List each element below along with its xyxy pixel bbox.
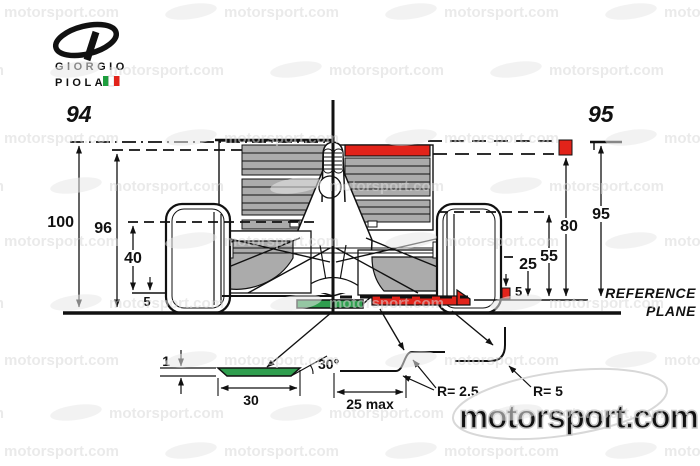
roll-hoop — [318, 175, 342, 199]
gp-monogram-stem — [83, 30, 100, 62]
dim-95-step: 5 — [515, 284, 522, 299]
dim-94-floor: 5 — [143, 294, 150, 309]
front-tire-left — [164, 202, 232, 315]
corner-radius-label: R= 5 — [533, 383, 563, 399]
dim-94-total-height: 100 — [47, 214, 74, 231]
artist-name-line1: GIORGIO — [55, 61, 128, 73]
step-width-label: 25 max — [346, 396, 394, 412]
year-label-94: 94 — [66, 101, 92, 127]
dim-95-wing-height: 80 — [560, 218, 578, 235]
step-cross-section-detail: 25 max R= 2.5 — [333, 351, 479, 412]
dim-95-lower: 25 — [519, 256, 537, 273]
mirror-right — [367, 220, 378, 228]
motorsport-logo: motorsport.com — [451, 367, 700, 441]
dim-94-wing-height: 96 — [94, 220, 112, 237]
plank-chamfer-angle-label: 30° — [318, 356, 339, 372]
artist-name-line2: PIOLA — [55, 77, 106, 89]
year-label-95: 95 — [588, 101, 615, 127]
height-delta-marker — [558, 139, 573, 156]
lowered-wing-highlight — [344, 144, 431, 157]
leader-arrows — [266, 308, 494, 368]
corner-radius-detail: R= 5 — [455, 327, 563, 399]
logo-wordmark: motorsport.com — [459, 398, 698, 435]
mirror-left — [289, 220, 300, 228]
dim-95-upper: 55 — [540, 248, 558, 265]
reference-plane-label-2: PLANE — [646, 303, 696, 319]
step-radius-label: R= 2.5 — [437, 383, 479, 399]
giorgio-piola-logo — [52, 21, 120, 62]
dim-95-total-height: 95 — [592, 206, 610, 223]
plank-cross-section-detail: 1 30 30° — [160, 350, 339, 408]
front-tire-right — [435, 202, 503, 315]
plank-profile — [216, 367, 302, 377]
dim-94-lower: 40 — [124, 250, 142, 267]
dimensions-94: 100 96 40 5 — [47, 145, 153, 309]
logo-swoosh-icon — [451, 367, 669, 441]
flat-plank-94 — [296, 299, 364, 309]
italian-flag-icon — [103, 75, 120, 87]
reference-plane-label-1: REFERENCE — [605, 285, 696, 301]
plank-thickness-label: 1 — [162, 353, 170, 369]
step-height-marker — [501, 287, 511, 300]
dimensions-95: 95 80 55 25 5 — [501, 145, 613, 300]
plank-width-label: 30 — [243, 392, 259, 408]
